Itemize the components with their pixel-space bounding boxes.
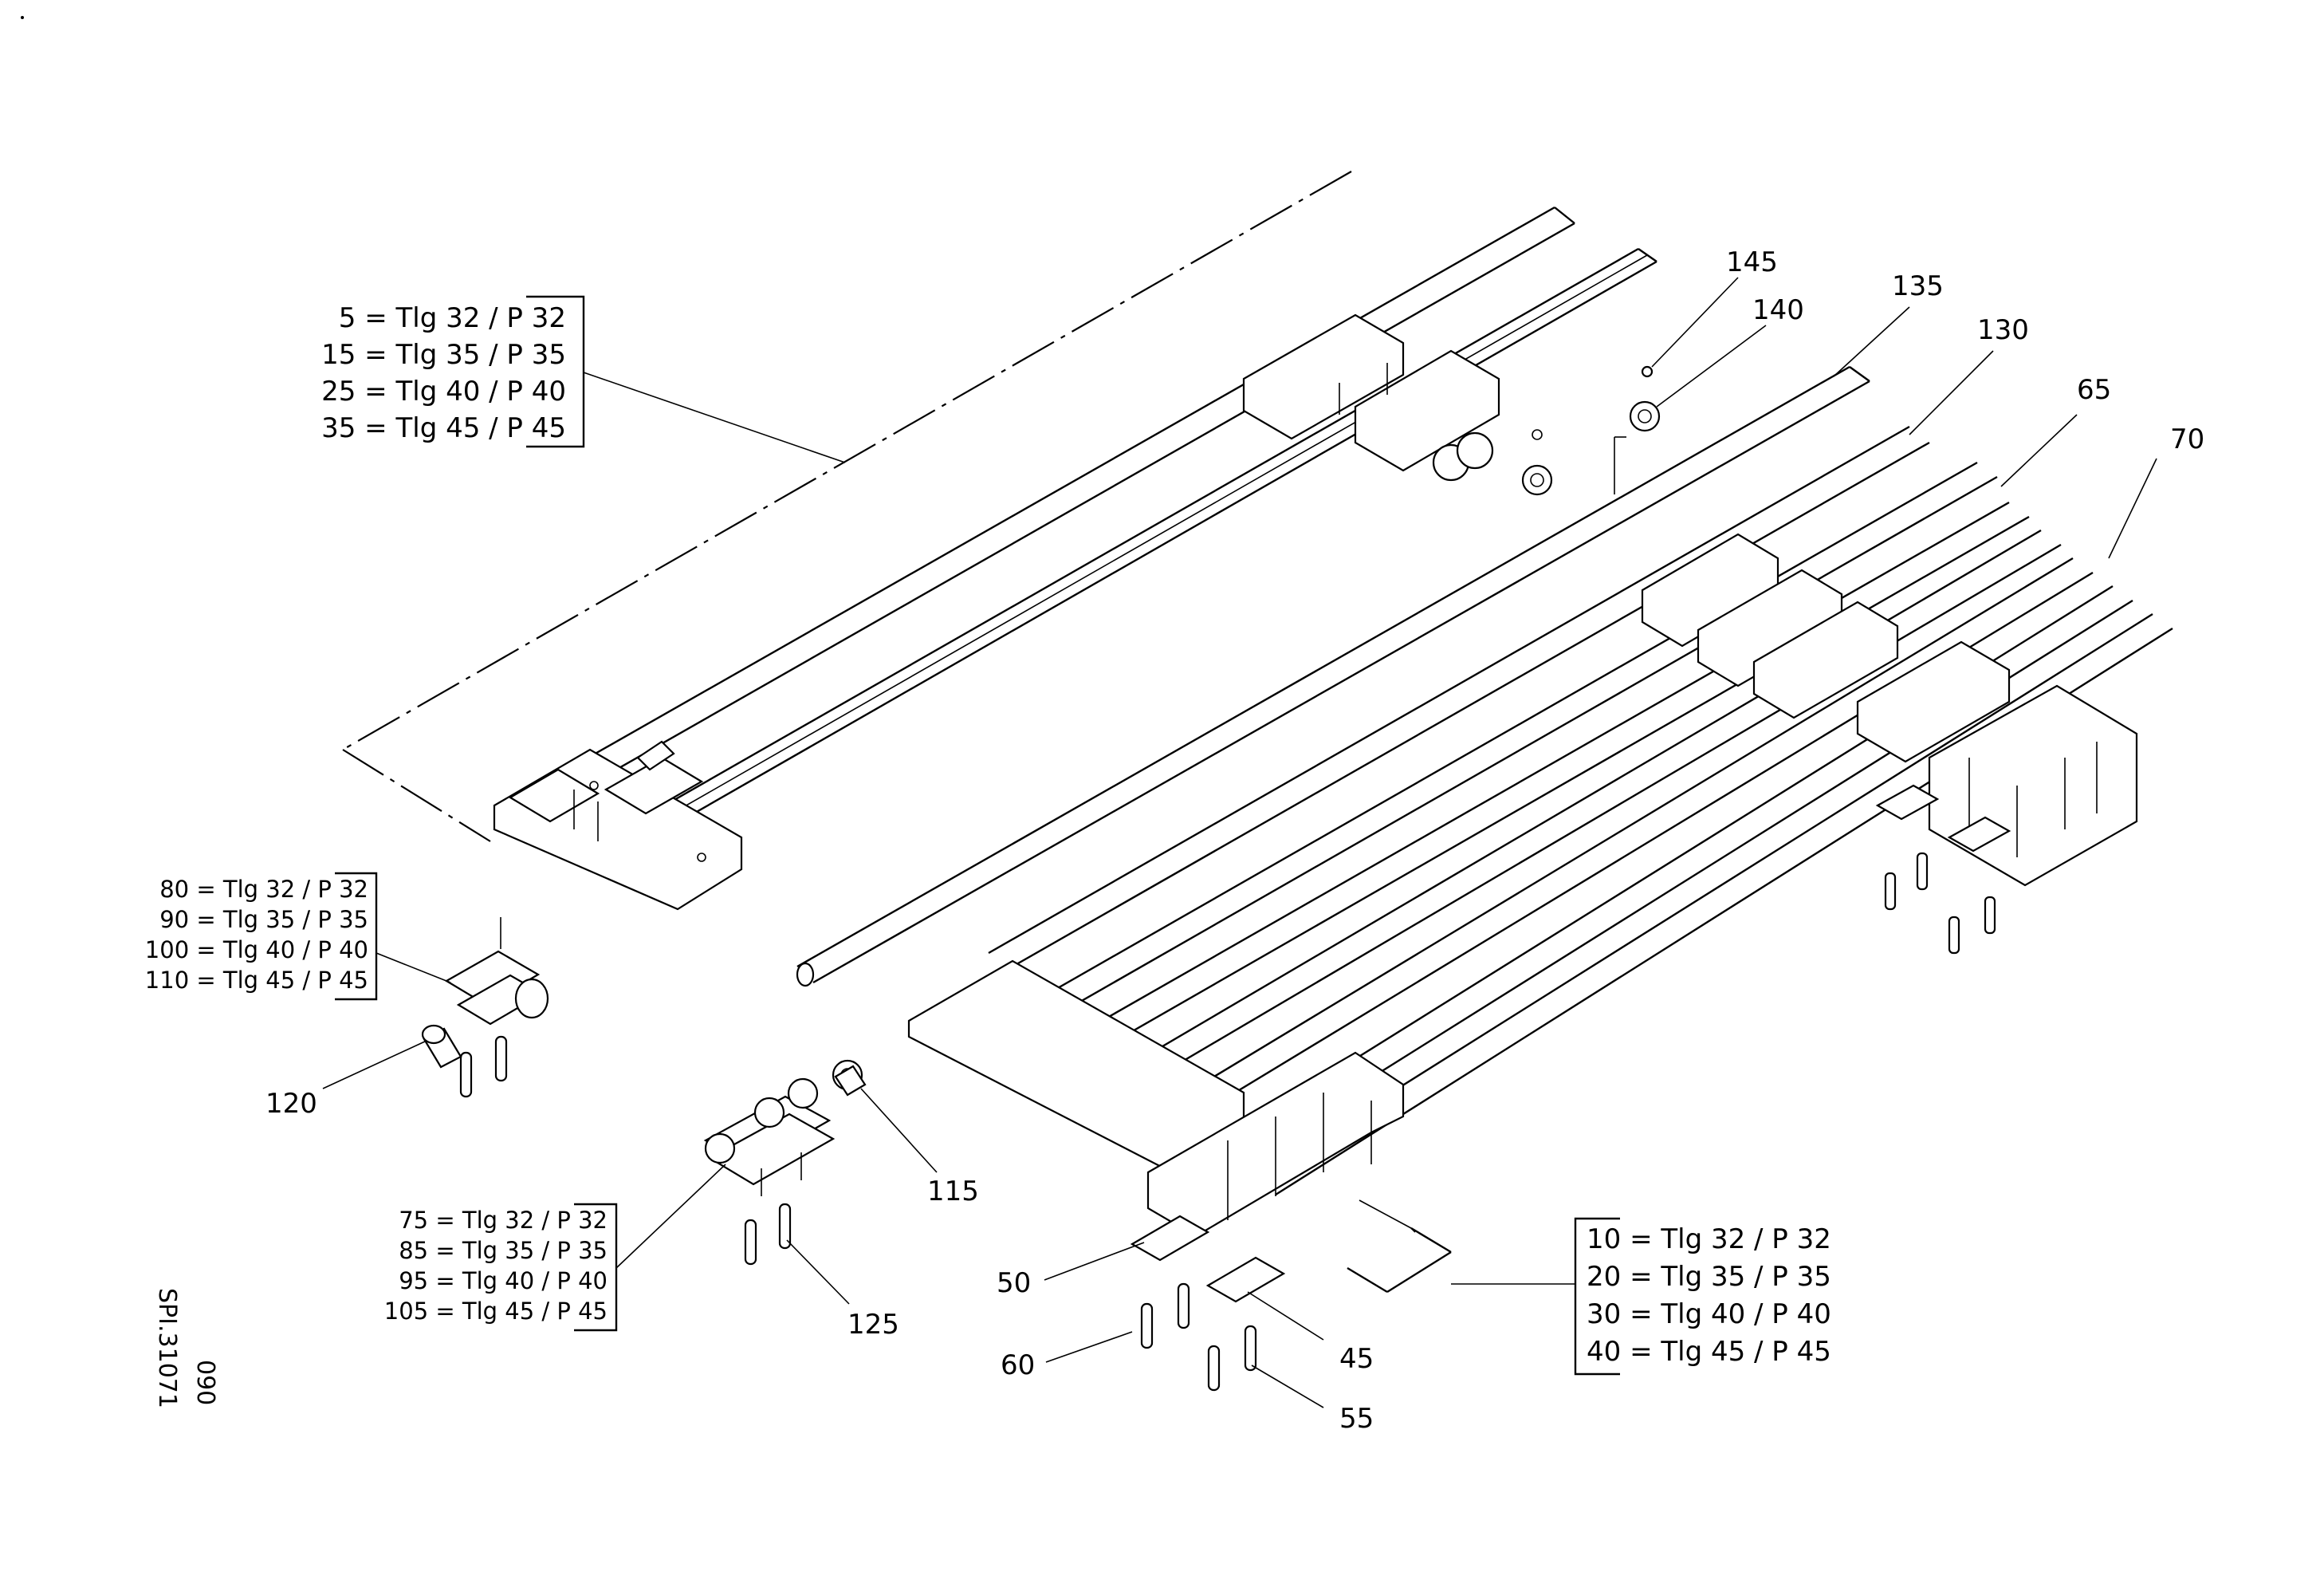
callout-135: 135 xyxy=(1892,270,1944,302)
table-row: 30 = Tlg 40 / P 40 xyxy=(1587,1298,1831,1330)
table-row: 95 = Tlg 40 / P 40 xyxy=(399,1267,608,1294)
drawing-sheet: 090 xyxy=(191,1360,219,1405)
table-row: 110 = Tlg 45 / P 45 xyxy=(145,967,368,994)
table-row: 5 = Tlg 32 / P 32 xyxy=(339,302,566,334)
callout-145: 145 xyxy=(1726,246,1778,278)
callout-115: 115 xyxy=(927,1176,979,1207)
left-hinge-clip xyxy=(444,917,549,1098)
table-row: 105 = Tlg 45 / P 45 xyxy=(384,1298,608,1325)
callout-125: 125 xyxy=(847,1309,899,1341)
drawing-id: SPI.31071 090 xyxy=(153,1288,219,1408)
table-bottom-right: 10 = Tlg 32 / P 32 20 = Tlg 35 / P 35 30… xyxy=(1574,1217,1831,1376)
table-row: 35 = Tlg 45 / P 45 xyxy=(321,412,566,444)
callout-130: 130 xyxy=(1977,314,2029,346)
upper-left-slat-assembly xyxy=(342,171,1657,911)
callout-60: 60 xyxy=(1001,1349,1035,1381)
table-row: 10 = Tlg 32 / P 32 xyxy=(1587,1223,1831,1255)
callout-140: 140 xyxy=(1752,294,1804,326)
sleeve-120 xyxy=(421,1024,462,1069)
table-row: 25 = Tlg 40 / P 40 xyxy=(321,376,566,408)
callout-numbers: 145 140 135 130 65 70 120 115 125 50 60 … xyxy=(265,246,2204,1435)
callout-50: 50 xyxy=(997,1267,1031,1299)
table-row: 85 = Tlg 35 / P 35 xyxy=(399,1237,608,1264)
table-row: 75 = Tlg 32 / P 32 xyxy=(399,1207,608,1234)
table-row: 90 = Tlg 35 / P 35 xyxy=(159,906,368,933)
callout-65: 65 xyxy=(2077,374,2111,406)
callout-45: 45 xyxy=(1339,1343,1374,1375)
table-row: 100 = Tlg 40 / P 40 xyxy=(145,936,368,963)
leader-lines xyxy=(322,277,2157,1408)
long-rod xyxy=(796,365,1870,987)
table-row: 80 = Tlg 32 / P 32 xyxy=(159,876,368,903)
table-row: 15 = Tlg 35 / P 35 xyxy=(321,339,566,371)
spacer-rings xyxy=(1521,365,1661,496)
callout-55: 55 xyxy=(1339,1403,1374,1435)
drawing-number: SPI.31071 xyxy=(153,1288,181,1408)
table-mid-left: 80 = Tlg 32 / P 32 90 = Tlg 35 / P 35 10… xyxy=(145,872,378,1001)
table-row: 20 = Tlg 35 / P 35 xyxy=(1587,1261,1831,1293)
table-bottom-left: 75 = Tlg 32 / P 32 85 = Tlg 35 / P 35 95… xyxy=(384,1203,618,1332)
bottom-plates-and-screws xyxy=(1130,1199,1452,1392)
table-row: 40 = Tlg 45 / P 45 xyxy=(1587,1336,1831,1368)
corner-mark xyxy=(21,16,24,19)
right-slat-bundle xyxy=(907,425,2173,1238)
callout-70: 70 xyxy=(2170,423,2204,455)
right-hinge-clip xyxy=(703,1077,836,1266)
sleeve-115 xyxy=(832,1059,867,1097)
table-top-left: 5 = Tlg 32 / P 32 15 = Tlg 35 / P 35 25 … xyxy=(321,295,585,448)
callout-120: 120 xyxy=(265,1088,317,1120)
